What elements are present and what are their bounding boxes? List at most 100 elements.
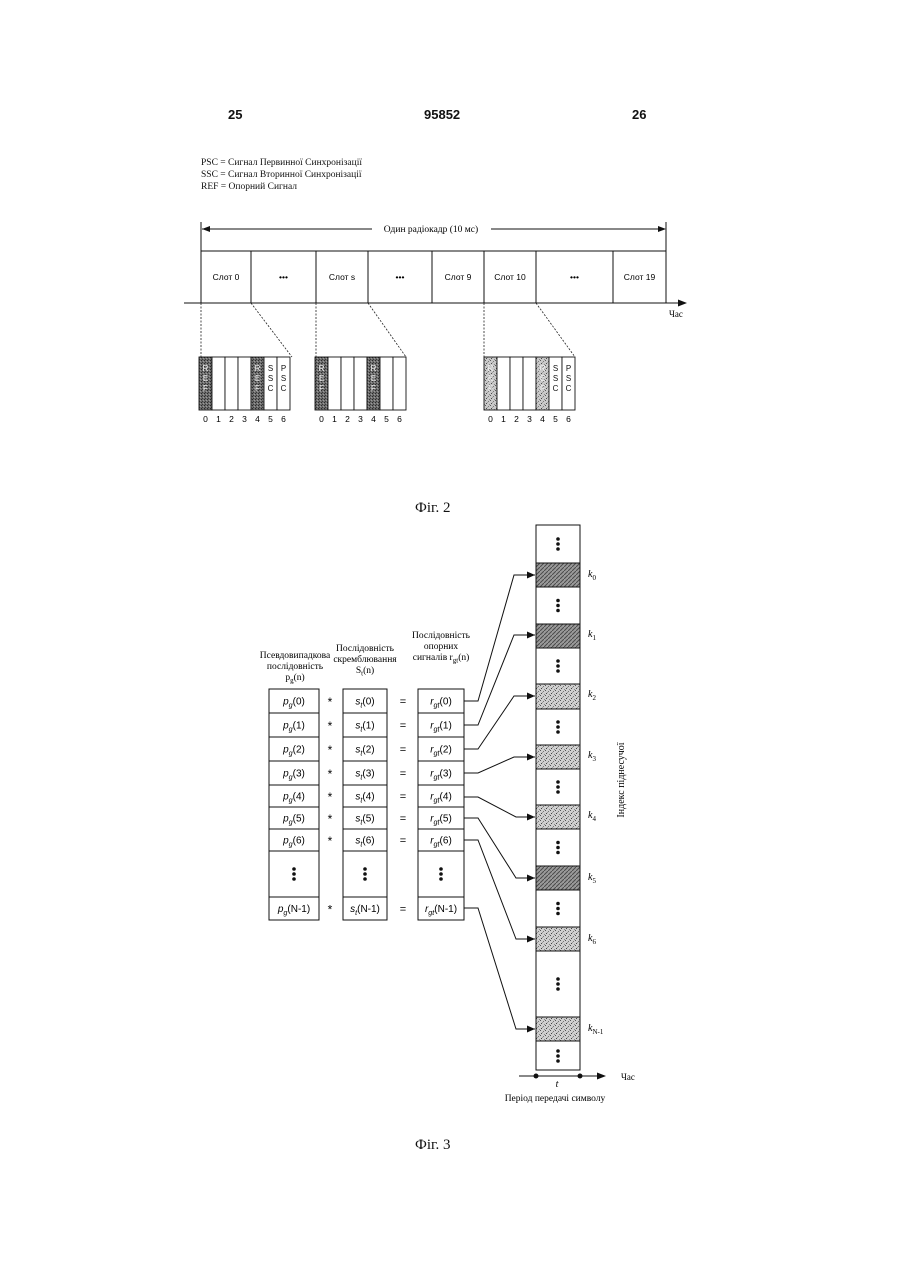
arrowhead	[527, 572, 535, 579]
equals-operator: =	[400, 720, 406, 732]
ellipsis-dot	[292, 872, 296, 876]
mapping-arrow	[464, 818, 535, 878]
equals-operator: =	[400, 835, 406, 847]
equals-operator: =	[400, 696, 406, 708]
symbol-index: 6	[566, 414, 571, 424]
symbol-time-axis: ЧасtПеріод передачі символу	[505, 1072, 635, 1104]
symbol-letter: R	[540, 364, 546, 373]
symbol-letter: S	[553, 374, 558, 383]
ellipsis-dot	[556, 547, 560, 551]
symbol-index: 1	[216, 414, 221, 424]
symbol-cell	[393, 357, 406, 410]
symbol-period-label: Період передачі символу	[505, 1094, 606, 1104]
arrowhead	[527, 632, 535, 639]
ellipsis-dot	[556, 542, 560, 546]
symbol-index: 0	[319, 414, 324, 424]
multiply-operator: *	[328, 790, 333, 804]
symbol-letter: P	[281, 364, 286, 373]
mapping-arrow	[464, 908, 535, 1029]
ellipsis-dot	[292, 867, 296, 871]
symbol-letter: E	[540, 374, 545, 383]
ellipsis-dot	[556, 1059, 560, 1063]
ellipsis-dot	[556, 599, 560, 603]
equals-operator: =	[400, 744, 406, 756]
ellipsis-dot	[556, 609, 560, 613]
column-header-line: Послідовність	[336, 644, 395, 654]
equals-operator: =	[400, 904, 406, 916]
ellipsis-dot	[556, 785, 560, 789]
column-header-line: опорних	[424, 642, 459, 652]
ellipsis-dot	[556, 846, 560, 850]
symbol-index: 6	[397, 414, 402, 424]
multiply-operator: *	[328, 812, 333, 826]
arrowhead	[527, 875, 535, 882]
ellipsis-dot	[556, 851, 560, 855]
symbol-index: 1	[501, 414, 506, 424]
subcarrier-axis-label: Індекс піднесучої	[616, 742, 627, 817]
symbol-cell	[510, 357, 523, 410]
ellipsis-dot	[556, 604, 560, 608]
ellipsis-dot	[556, 730, 560, 734]
slot-label: •••	[279, 272, 288, 282]
ellipsis-dot	[556, 537, 560, 541]
multiply-operator: *	[328, 903, 333, 917]
ellipsis-dot	[556, 912, 560, 916]
column-header-line: St(n)	[356, 665, 374, 678]
symbol-cell	[212, 357, 225, 410]
symbol-letter: E	[203, 374, 208, 383]
symbol-letter: R	[203, 364, 209, 373]
symbol-letter: R	[371, 364, 377, 373]
subcarrier-index-label: k3	[588, 750, 596, 763]
symbol-letter: C	[281, 384, 287, 393]
subcarrier-index-label: k0	[588, 569, 596, 582]
ellipsis-dot	[556, 841, 560, 845]
symbol-letter: E	[488, 374, 493, 383]
subcarrier-index-label: k2	[588, 689, 596, 702]
multiply-operator: *	[328, 695, 333, 709]
multiply-operator: *	[328, 767, 333, 781]
symbol-letter: R	[255, 364, 261, 373]
symbol-letter: S	[553, 364, 558, 373]
equals-operator: =	[400, 813, 406, 825]
subcarrier-index-label: k4	[588, 810, 596, 823]
symbol-index: 0	[488, 414, 493, 424]
subcarrier-index-label: k6	[588, 933, 596, 946]
time-label: Час	[669, 309, 683, 319]
subcarrier-grid: k0k1k2k3k4k5k6kN-1Індекс піднесучої	[536, 525, 627, 1070]
mapping-arrow	[464, 797, 535, 817]
slot-label: Слот 9	[445, 272, 472, 282]
symbol-index: 3	[358, 414, 363, 424]
symbol-letter: P	[566, 364, 571, 373]
symbol-cell	[497, 357, 510, 410]
symbol-group: REF0123REF4SSC5PSC6	[199, 357, 290, 424]
symbol-letter: C	[566, 384, 572, 393]
equals-operator: =	[400, 791, 406, 803]
reference-subcarrier	[536, 745, 580, 769]
symbol-letter: R	[319, 364, 325, 373]
ellipsis-dot	[556, 669, 560, 673]
frame-label: Один радіокадр (10 мс)	[384, 224, 478, 235]
column-header-line: pg(n)	[285, 672, 304, 685]
symbol-letter: F	[319, 384, 324, 393]
column-header-line: скремблювання	[333, 654, 397, 665]
symbol-index: 4	[371, 414, 376, 424]
figure-2-frame-diagram: Один радіокадр (10 мс) Слот 0•••Слот s••…	[0, 0, 901, 460]
ellipsis-dot	[292, 877, 296, 881]
mapping-arrow	[464, 840, 535, 939]
arrowhead	[527, 1026, 535, 1033]
arrowhead	[527, 754, 535, 761]
symbol-letter: F	[255, 384, 260, 393]
symbol-index: 1	[332, 414, 337, 424]
ellipsis-dot	[439, 877, 443, 881]
symbol-cell	[380, 357, 393, 410]
ellipsis-dot	[439, 867, 443, 871]
multiply-operator: *	[328, 834, 333, 848]
mapping-arrows	[464, 572, 535, 1033]
symbol-letter: E	[371, 374, 376, 383]
slot-label: Слот 10	[494, 272, 526, 282]
ellipsis-dot	[556, 907, 560, 911]
ellipsis-dot	[556, 1049, 560, 1053]
symbol-letter: E	[319, 374, 324, 383]
symbol-cell	[523, 357, 536, 410]
symbol-cell	[225, 357, 238, 410]
